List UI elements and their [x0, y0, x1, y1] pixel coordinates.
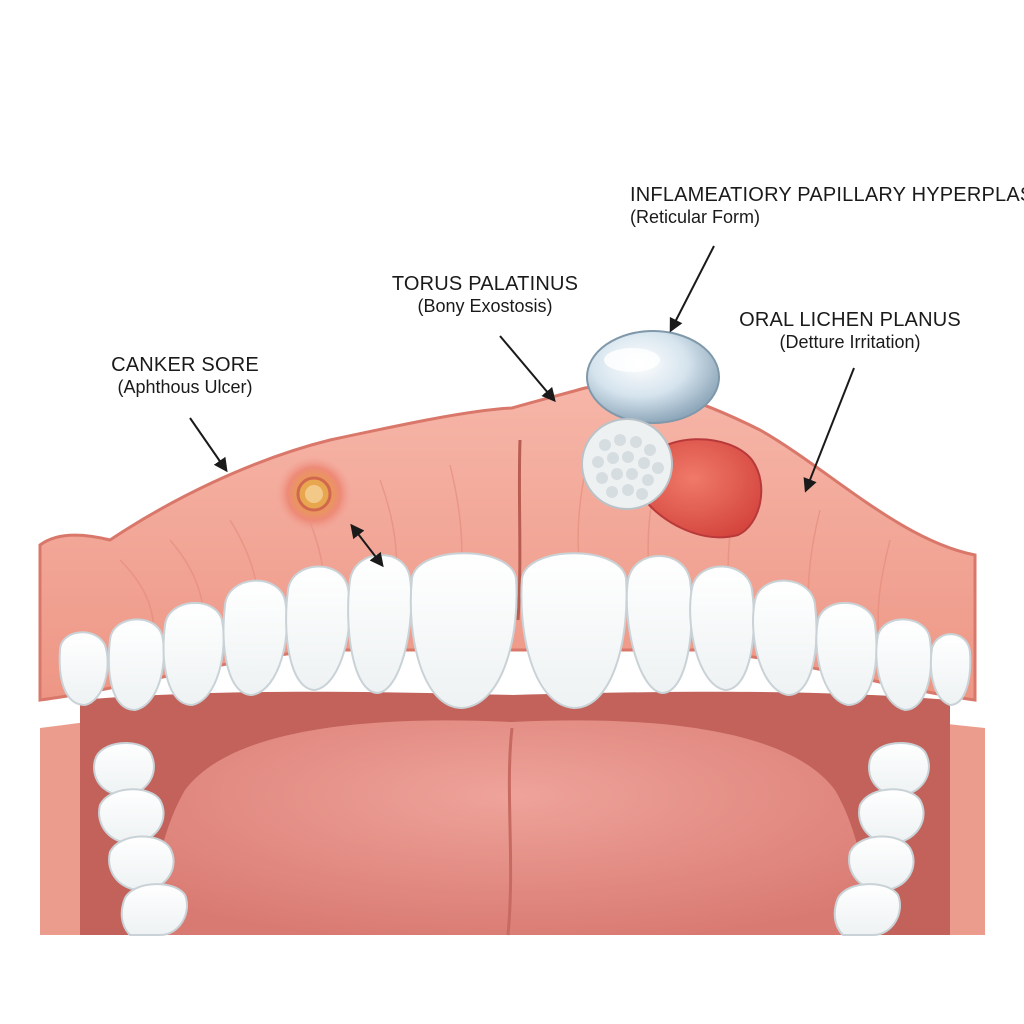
- canker-arrow: [189, 417, 228, 473]
- label-canker-sore: CANKER SORE (Aphthous Ulcer): [95, 353, 275, 399]
- torus-bubble-lesion: [586, 330, 720, 424]
- papillary-lesion: [581, 418, 673, 510]
- canker-double-arrow: [350, 523, 384, 568]
- torus-arrow: [499, 335, 556, 403]
- label-torus-palatinus: TORUS PALATINUS (Bony Exostosis): [385, 272, 585, 318]
- label-inflammatory-title: INFLAMEATIORY PAPILLARY HYPERPLASIA: [630, 184, 1024, 206]
- label-lichen-sub: (Detture Irritation): [779, 332, 921, 352]
- lower-right-teeth: [833, 741, 930, 936]
- pointer-arrows: [189, 245, 855, 568]
- palate-midline: [516, 439, 522, 621]
- lichen-arrow: [803, 367, 855, 493]
- upper-teeth: [58, 552, 972, 712]
- label-torus-sub: (Bony Exostosis): [417, 296, 553, 316]
- canker-sore-lesion: [276, 456, 352, 532]
- label-oral-lichen-planus: ORAL LICHEN PLANUS (Detture Irritation): [735, 308, 965, 354]
- inflammatory-arrow: [669, 245, 715, 333]
- lower-left-teeth: [93, 741, 188, 936]
- label-torus-title: TORUS PALATINUS: [391, 273, 579, 295]
- label-inflammatory-sub: (Reticular Form): [630, 207, 761, 227]
- label-inflammatory-hyperplasia: INFLAMEATIORY PAPILLARY HYPERPLASIA (Ret…: [630, 183, 1024, 229]
- tongue-midline: [506, 727, 514, 936]
- label-canker-sub: (Aphthous Ulcer): [117, 377, 253, 397]
- label-lichen-title: ORAL LICHEN PLANUS: [739, 309, 961, 331]
- label-canker-title: CANKER SORE: [111, 354, 259, 376]
